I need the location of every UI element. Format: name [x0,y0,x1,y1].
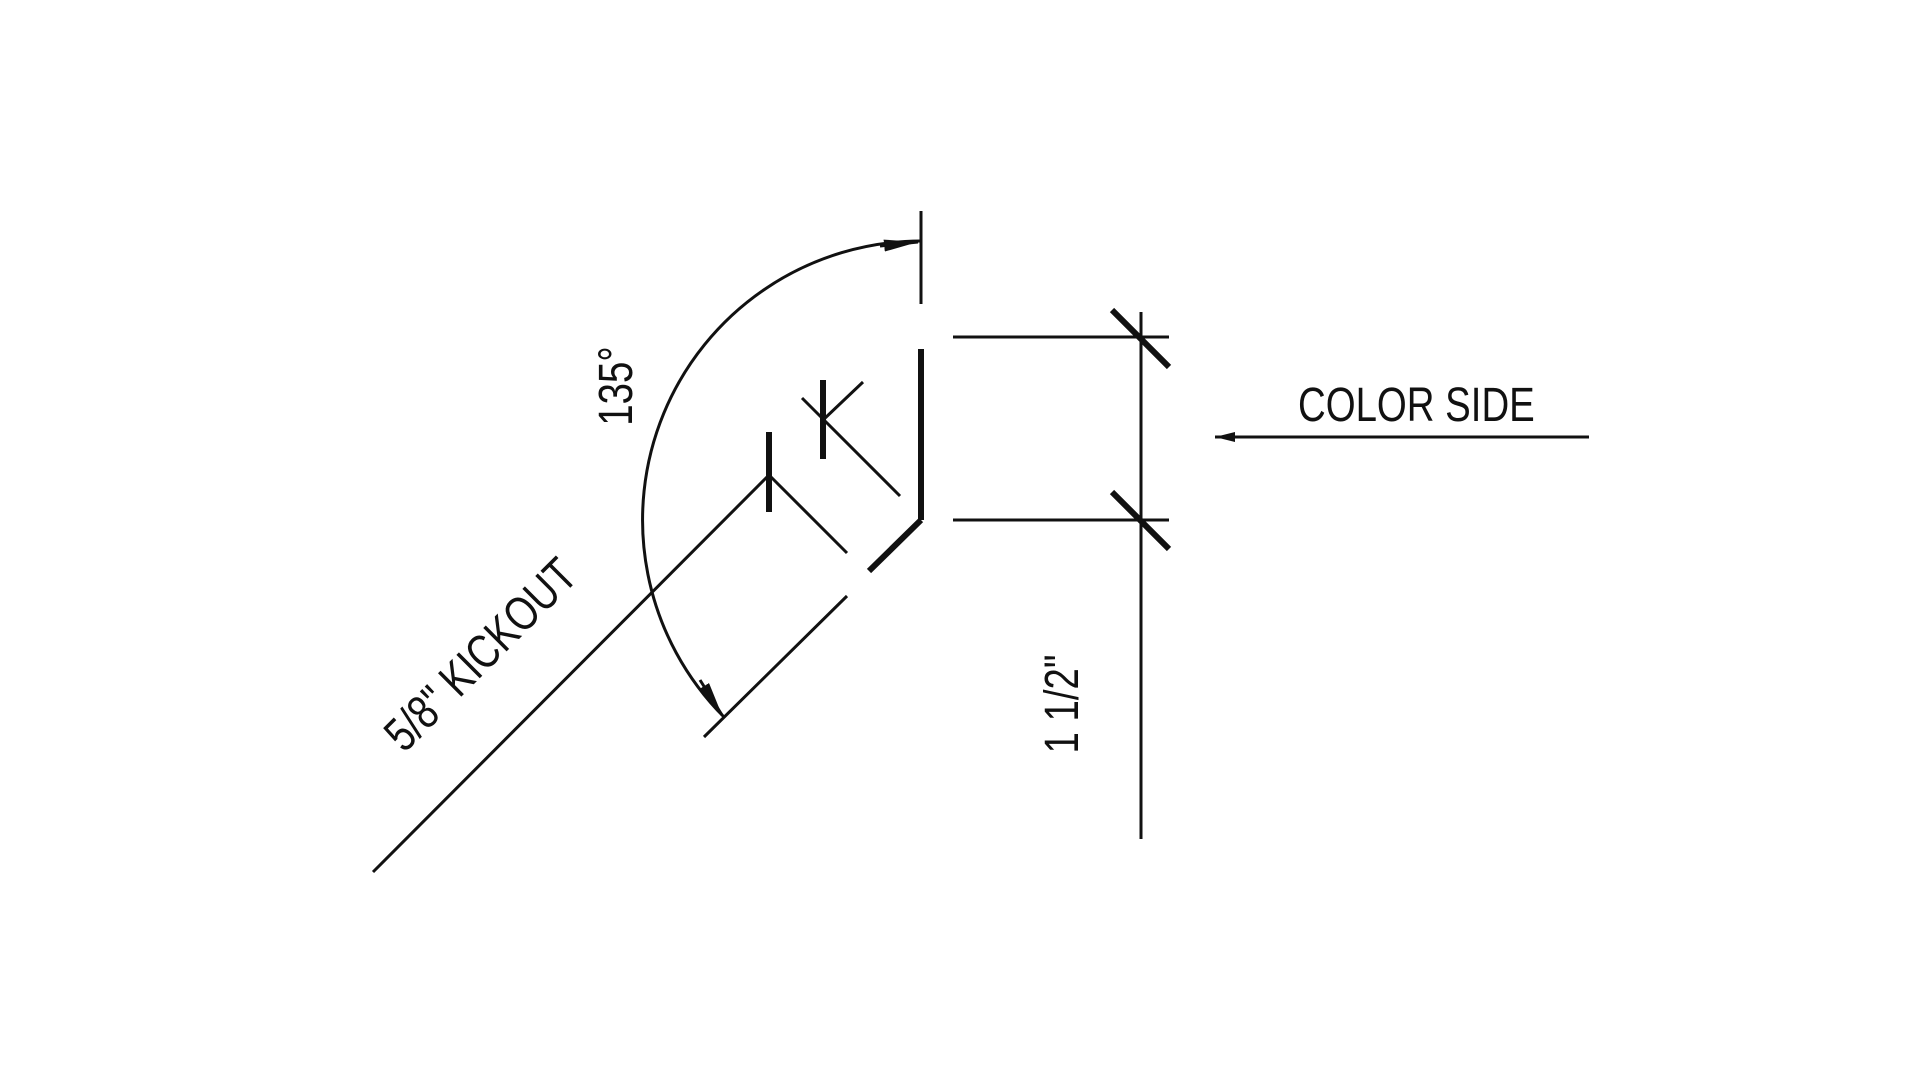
angle-arc [641,239,922,719]
profile-kickout-leg [866,517,924,574]
kickout-extension-line-2 [800,396,902,498]
kickout-extension-short [821,380,865,422]
angle-arrowhead-bottom [698,679,724,716]
angle-label: 135° [590,346,643,425]
kickout-offset-line [702,594,849,739]
color-side-label: COLOR SIDE [1298,379,1535,432]
height-tick-top [1109,307,1172,370]
height-tick-bottom [1109,489,1172,552]
kickout-extension-line [767,473,849,555]
height-label: 1 1/2" [1036,654,1089,753]
kickout-label: 5/8" KICKOUT [375,549,588,762]
kickout-dimension-line [371,473,771,874]
angle-arrowhead-top [879,239,919,252]
